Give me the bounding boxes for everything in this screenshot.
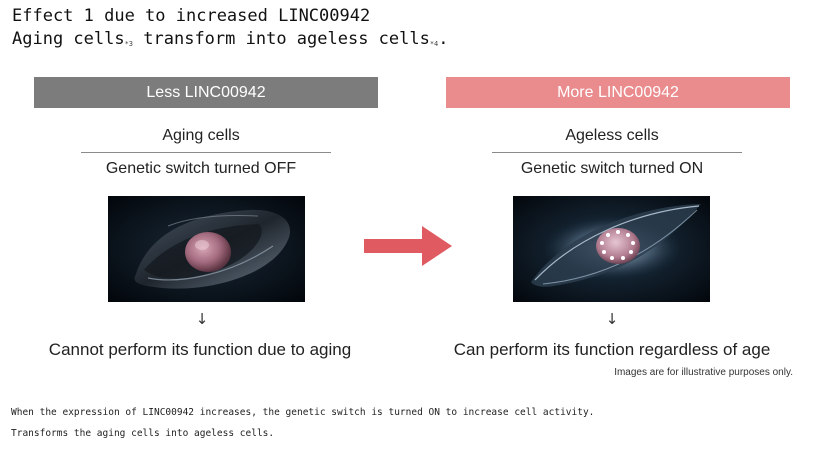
page-title: Effect 1 due to increased LINC00942 Agin… [12, 5, 792, 51]
switch-off-label: Genetic switch turned OFF [105, 160, 297, 177]
caption-line-2: Transforms the aging cells into ageless … [11, 428, 275, 439]
ageless-cell-image [513, 196, 710, 302]
title-line-2-part-1: Aging cells [12, 29, 125, 49]
caption-line-1: When the expression of LINC00942 increas… [11, 407, 595, 418]
aging-cells-label: Aging cells [162, 127, 240, 144]
footnote-4-marker: *4 [429, 40, 439, 48]
title-line-2-part-2: transform into ageless cells [133, 29, 430, 49]
aging-result-text: Cannot perform its function due to aging [48, 340, 352, 359]
title-line-2: Aging cells*3 transform into ageless cel… [12, 28, 792, 51]
illustrative-disclaimer: Images are for illustrative purposes onl… [614, 367, 793, 378]
switch-on-label: Genetic switch turned ON [520, 160, 704, 177]
down-arrow-icon: ↓ [195, 310, 209, 328]
left-divider [81, 152, 331, 153]
right-arrow-icon [364, 226, 452, 266]
down-arrow-icon: ↓ [605, 310, 619, 328]
footnote-3-marker: *3 [124, 40, 134, 48]
title-line-1: Effect 1 due to increased LINC00942 [12, 6, 371, 26]
less-linc-header: Less LINC00942 [34, 77, 378, 108]
ageless-cells-label: Ageless cells [565, 127, 659, 144]
aging-cell-image [108, 196, 305, 302]
more-linc-header: More LINC00942 [446, 77, 790, 108]
ageless-result-text: Can perform its function regardless of a… [453, 340, 771, 359]
title-line-2-end: . [438, 29, 449, 49]
right-divider [492, 152, 742, 153]
